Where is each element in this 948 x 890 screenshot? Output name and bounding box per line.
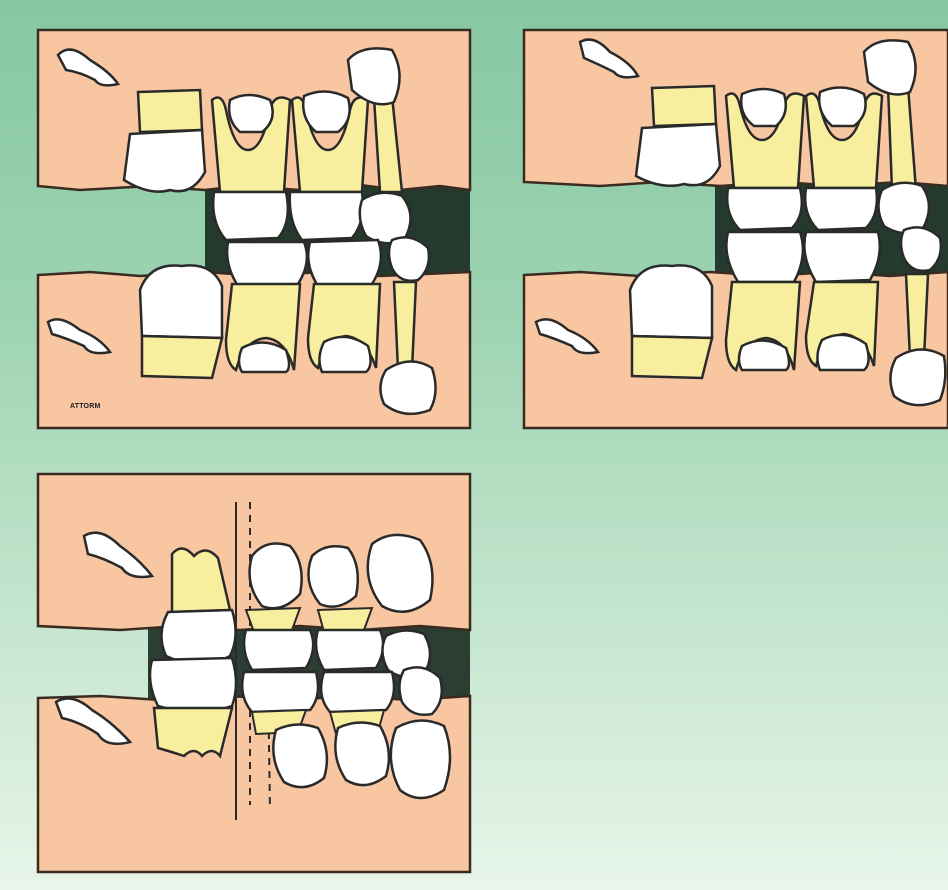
diagram-panel-2 <box>480 0 948 440</box>
lower-canine-crown <box>399 667 441 714</box>
upper-premolar-1 <box>250 544 302 609</box>
lower-primary-crown-1 <box>227 242 307 286</box>
upper-canine <box>368 535 433 612</box>
upper-molar-crown <box>124 130 205 192</box>
dentition-illustration-1 <box>0 0 480 440</box>
upper-primary-crown-1 <box>244 630 313 670</box>
primary-molar-upper-2 <box>318 608 372 632</box>
dentition-illustration-2 <box>480 0 948 440</box>
lower-primary-crown-2 <box>804 232 879 282</box>
lower-premolar-bud-2 <box>319 337 370 372</box>
lower-premolar-bud-1 <box>739 340 789 370</box>
diagram-panel-1: ATTORM <box>0 0 480 440</box>
lower-molar-crown <box>630 265 712 338</box>
lower-canine-crown <box>901 227 941 270</box>
upper-primary-crown-2 <box>290 192 363 240</box>
upper-premolar-bud-1 <box>741 89 786 126</box>
upper-canine-crown <box>360 193 411 243</box>
diagram-panel-3 <box>0 460 480 890</box>
upper-premolar-bud-1 <box>229 95 273 132</box>
credit-text: ATTORM <box>70 403 101 410</box>
lower-primary-crown-2 <box>308 240 381 286</box>
lower-canine <box>391 720 450 798</box>
lower-premolar-1 <box>273 724 327 787</box>
primary-molar-upper-1 <box>246 608 300 632</box>
upper-molar-crown <box>161 610 235 664</box>
upper-canine-crown <box>878 183 929 233</box>
upper-primary-crown-2 <box>805 188 877 230</box>
upper-primary-crown-1 <box>727 188 802 230</box>
upper-premolar-bud-2 <box>303 91 349 132</box>
lower-molar-crown <box>150 658 236 712</box>
upper-primary-crown-1 <box>213 192 288 240</box>
lower-premolar-2 <box>335 722 389 785</box>
upper-molar-root <box>652 86 716 126</box>
lower-primary-crown-1 <box>726 232 803 282</box>
lower-molar-root <box>154 708 232 756</box>
upper-premolar-2 <box>308 546 357 606</box>
upper-molar-crown <box>636 124 720 186</box>
lower-canine-bud <box>890 349 945 405</box>
upper-premolar-bud-2 <box>819 87 865 126</box>
dentition-illustration-3 <box>0 460 480 890</box>
lower-premolar-bud-2 <box>817 335 868 370</box>
lower-molar-crown <box>140 265 222 338</box>
lower-molar-root <box>632 336 712 378</box>
lower-molar-root <box>142 336 222 378</box>
lower-primary-crown-1 <box>242 672 318 712</box>
lower-premolar-bud-1 <box>239 342 289 372</box>
upper-molar-root <box>138 90 202 132</box>
lower-primary-crown-2 <box>321 672 394 712</box>
lower-canine-crown <box>389 237 429 280</box>
lower-canine-bud <box>380 361 435 413</box>
upper-canine-bud <box>864 40 916 94</box>
upper-primary-crown-2 <box>316 630 383 670</box>
